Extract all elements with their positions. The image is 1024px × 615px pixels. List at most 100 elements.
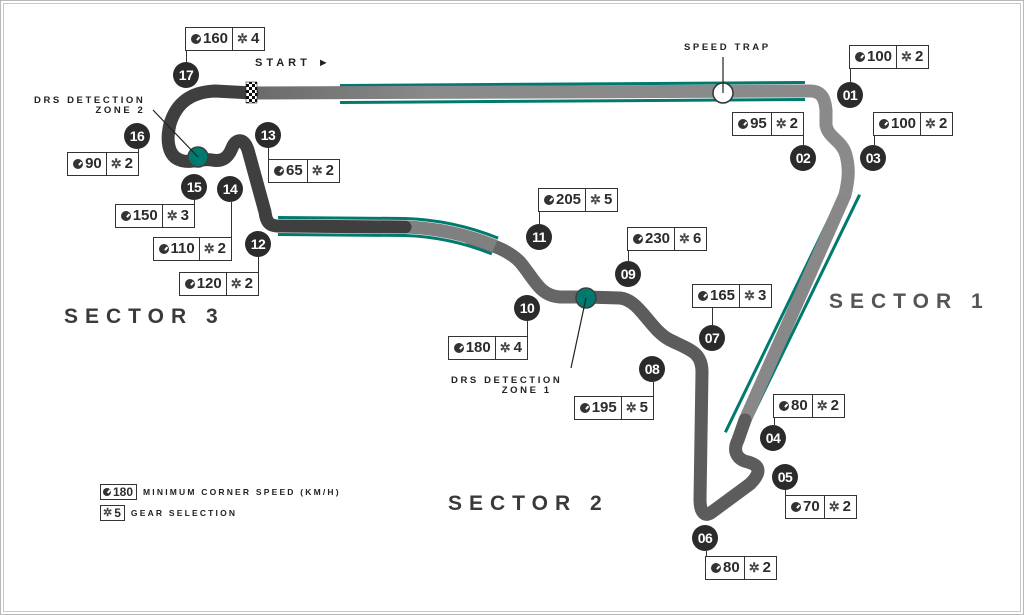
min-speed: 160: [186, 28, 234, 50]
legend-speed: 180 MINIMUM CORNER SPEED (KM/H): [100, 484, 341, 500]
gear-icon: ✲: [679, 231, 690, 246]
turn-leader-line: [194, 200, 196, 204]
sector-1-label: SECTOR 1: [829, 290, 990, 313]
gear-selection: ✲2: [813, 395, 844, 417]
gear-selection: ✲3: [163, 205, 194, 227]
turn-info-box: 100✲2: [849, 45, 930, 69]
gear-selection: ✲5: [622, 397, 653, 419]
turn-info-box: 80 ✲2: [705, 556, 777, 580]
turn-leader-line: [258, 257, 260, 272]
speed-value: 80: [723, 559, 740, 576]
turn-number-marker: 11: [526, 224, 552, 250]
speed-value: 95: [750, 115, 767, 132]
turn-number-marker: 09: [615, 261, 641, 287]
drs-zone-1-line1: DRS DETECTION: [451, 375, 563, 386]
turn-leader-line: [712, 306, 714, 325]
gear-selection: ✲6: [675, 228, 706, 250]
turn-number-marker: 15: [181, 174, 207, 200]
gear-value: 2: [938, 115, 948, 132]
gear-selection: ✲2: [308, 160, 339, 182]
turn-info-box: 160✲4: [185, 27, 266, 51]
turn-leader-line: [527, 321, 529, 336]
speed-value: 90: [85, 155, 102, 172]
min-speed: 95: [733, 113, 772, 135]
turn-info-box: 80 ✲2: [773, 394, 845, 418]
drs-1-leader: [570, 297, 587, 369]
gear-value: 3: [180, 207, 189, 224]
speed-trap-label: SPEED TRAP: [684, 42, 771, 53]
turn-info-box: 180✲4: [447, 336, 528, 360]
min-speed: 110: [154, 238, 200, 260]
gear-value: 5: [603, 191, 613, 208]
gear-selection: ✲2: [772, 113, 803, 135]
turn-info-box: 95 ✲2: [732, 112, 804, 136]
gear-icon: ✲: [775, 116, 787, 131]
gear-value: 3: [757, 287, 767, 304]
min-speed: 165: [693, 285, 741, 307]
gear-icon: ✲: [590, 192, 601, 207]
turn-number-marker: 08: [639, 356, 665, 382]
turn-leader-line: [785, 490, 787, 495]
turn-info-box: 90✲2: [67, 152, 139, 176]
start-text: START: [255, 57, 311, 69]
gear-selection: ✲2: [200, 238, 231, 260]
speedometer-icon: [711, 563, 721, 573]
track-sector3-straight-light: [404, 220, 498, 253]
gear-selection: ✲2: [745, 557, 776, 579]
min-speed: 100: [874, 113, 922, 135]
turn-number-marker: 07: [699, 325, 725, 351]
turn-info-box: 150✲3: [114, 204, 195, 228]
start-label: START ►: [255, 57, 329, 69]
speedometer-icon: [120, 211, 131, 221]
turn-number-marker: 02: [790, 145, 816, 171]
min-speed: 205: [539, 189, 587, 211]
min-speed: 230: [628, 228, 676, 250]
gear-value: 2: [914, 48, 924, 65]
min-speed: 90: [68, 153, 107, 175]
speedometer-icon: [274, 166, 284, 176]
gear-selection: ✲3: [740, 285, 771, 307]
gear-selection: ✲2: [897, 46, 928, 68]
drs-zone-2-label: DRS DETECTION ZONE 2: [34, 96, 145, 116]
gear-icon: ✲: [925, 116, 936, 131]
legend-speed-example: 180: [113, 485, 134, 499]
speed-value: 165: [710, 287, 736, 304]
speed-value: 120: [196, 275, 222, 292]
min-speed: 70: [786, 496, 825, 518]
gear-value: 2: [244, 275, 253, 292]
min-speed: 150: [116, 205, 163, 227]
gear-selection: ✲2: [825, 496, 856, 518]
gear-icon: ✲: [237, 31, 248, 46]
legend-gear: ✲ 5 GEAR SELECTION: [100, 505, 237, 521]
speedometer-icon: [791, 502, 801, 512]
speedometer-icon: [579, 403, 590, 413]
turn-info-box: 70 ✲2: [785, 495, 857, 519]
gear-icon: ✲: [103, 507, 113, 519]
speedometer-icon: [453, 343, 464, 353]
min-speed: 100: [850, 46, 898, 68]
min-speed: 195: [575, 397, 622, 419]
sector-2-label: SECTOR 2: [448, 492, 609, 515]
turn-leader-line: [539, 210, 541, 224]
turn-leader-line: [231, 202, 233, 237]
legend-gear-example: 5: [114, 506, 121, 520]
speedometer-icon: [779, 401, 789, 411]
speed-value: 80: [791, 397, 808, 414]
min-speed: 80: [774, 395, 813, 417]
turn-leader-line: [774, 416, 776, 425]
gear-icon: ✲: [744, 288, 755, 303]
turn-info-box: 65✲2: [268, 159, 340, 183]
drs-2-leader: [152, 109, 199, 158]
gear-value: 4: [513, 339, 522, 356]
turn-number-marker: 01: [837, 82, 863, 108]
track-sector3-straight-dark: [161, 84, 412, 234]
turn-leader-line: [706, 551, 708, 556]
gear-icon: ✲: [230, 276, 242, 291]
min-speed: 120: [180, 273, 227, 295]
turn-leader-line: [653, 382, 655, 396]
turn-number-marker: 17: [173, 62, 199, 88]
speed-value: 70: [803, 498, 820, 515]
legend-gear-box: ✲ 5: [100, 505, 125, 521]
speedometer-icon: [633, 234, 643, 244]
gear-icon: ✲: [110, 156, 122, 171]
